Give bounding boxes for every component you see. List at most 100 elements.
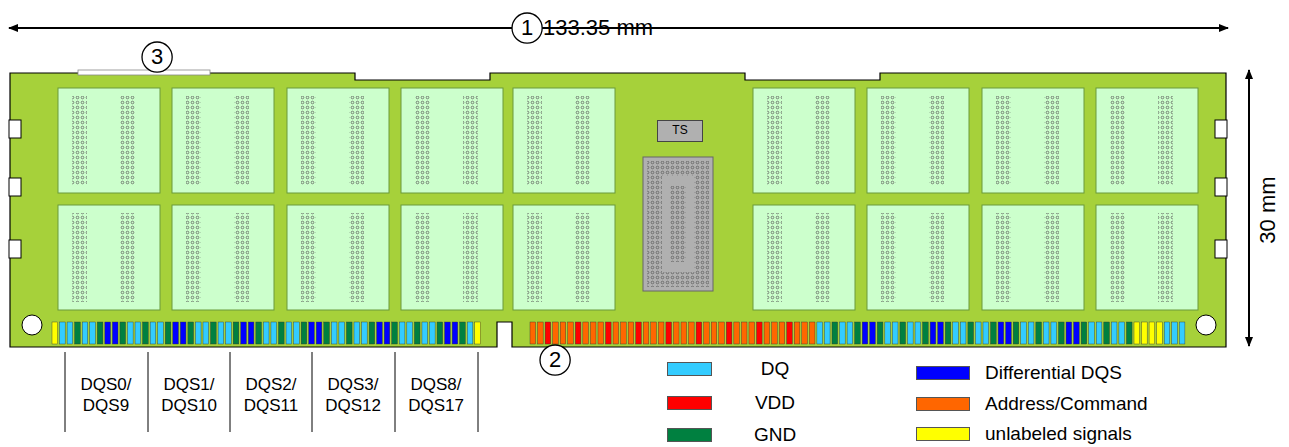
ball-grid [815,213,830,302]
ball-grid [186,96,201,185]
contact-pin [590,322,596,344]
contact-pin [301,322,307,344]
contact-pin [67,322,73,344]
contact-pin [195,322,201,344]
contact-pin [1179,322,1185,344]
contact-pin [779,322,785,344]
contact-pin [757,322,763,344]
contact-pin [991,322,997,344]
contact-pin [598,322,604,344]
contact-pin [286,322,292,344]
dimension-text: 133.35 mm [543,14,653,42]
contact-pin [719,322,725,344]
contact-pin [945,322,951,344]
ball-grid [996,213,1011,302]
ball-grid [929,96,944,185]
contact-pin [1021,322,1027,344]
contact-pin [560,322,566,344]
dram-chip [287,88,389,193]
contact-pin [621,322,627,344]
dram-chips [58,88,1198,310]
dimension-line [1248,70,1250,346]
edge-contacts [52,322,1185,344]
contact-pin [1089,322,1095,344]
legend-swatch [667,362,712,376]
ball-grid [349,96,364,185]
legend-swatch [667,396,712,410]
contact-pin [188,322,194,344]
signal-group: DQS0/ DQS9 [69,374,143,417]
dram-chip [172,205,274,310]
contact-pin [211,322,217,344]
group-separators [65,352,478,432]
contact-pin [346,322,352,344]
ball-grid [1110,213,1125,302]
contact-pin [817,322,823,344]
contact-pin [1043,322,1049,344]
dram-chip [867,205,969,310]
contact-pin [173,322,179,344]
contact-pin [331,322,337,344]
ball-grid [1110,96,1125,185]
contact-pin [1028,322,1034,344]
top-edge-strip [78,70,210,75]
pcb-board [10,73,1226,347]
contact-pin [452,322,458,344]
contact-pin [467,322,473,344]
contact-pin [430,322,436,344]
contact-pin [203,322,209,344]
contact-pin [241,322,247,344]
contact-pin [324,322,330,344]
contact-pin [583,322,589,344]
contact-pin [1081,322,1087,344]
contact-pin [120,322,126,344]
contact-pin [855,322,861,344]
legend-swatch [667,428,712,442]
ball-grid [415,96,430,185]
ball-grid [415,213,430,302]
dram-chip [513,205,615,310]
signal-group: DQS8/ DQS17 [399,374,473,417]
contact-pin [553,322,559,344]
contact-pin [256,322,262,344]
legend-text: DQ [761,357,790,381]
contact-pin [445,322,451,344]
contact-pin [930,322,936,344]
contact-pin [741,322,747,344]
contact-pin [158,322,164,344]
dram-chip [401,88,503,193]
contact-pin [233,322,239,344]
contact-pin [1051,322,1057,344]
contact-pin [530,322,536,344]
contact-pin [711,322,717,344]
dram-chip [753,88,855,193]
legend-text: Differential DQS [985,361,1122,385]
legend-swatch [916,397,970,411]
contact-pin [128,322,134,344]
contact-pin [414,322,420,344]
contact-pin [764,322,770,344]
callout-number: 1 [521,16,533,40]
contact-pin [802,322,808,344]
contact-pin [545,322,551,344]
mounting-hole [22,315,42,335]
contact-pin [369,322,375,344]
callout-number: 2 [549,348,561,372]
register-chip [643,157,713,291]
contact-pin [938,322,944,344]
ball-grid [1044,213,1059,302]
ball-grid [463,96,478,185]
contact-pin [704,322,710,344]
contact-pin [226,322,232,344]
ball-grid [72,96,87,185]
contact-pin [1126,322,1132,344]
contact-pin [794,322,800,344]
contact-pin [568,322,574,344]
contact-pin [354,322,360,344]
contact-pin [862,322,868,344]
contact-pin [772,322,778,344]
legend-text: VDD [755,391,795,415]
ball-grid [767,96,782,185]
contact-pin [52,322,58,344]
contact-pin [248,322,254,344]
